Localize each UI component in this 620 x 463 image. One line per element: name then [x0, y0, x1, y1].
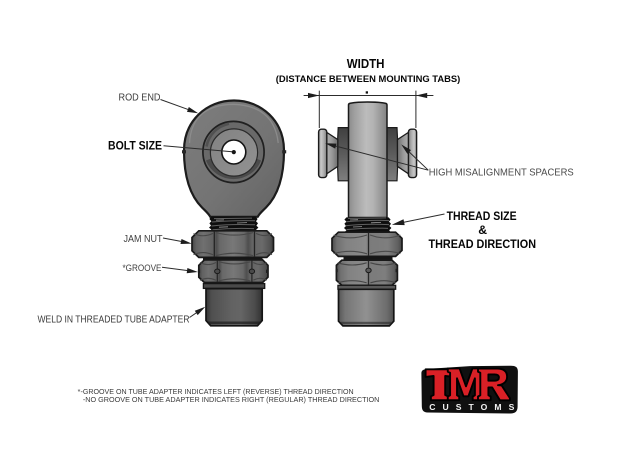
- svg-text:ROD END: ROD END: [119, 93, 161, 104]
- svg-text:THREAD DIRECTION: THREAD DIRECTION: [429, 237, 537, 251]
- svg-text:*GROOVE: *GROOVE: [123, 263, 162, 273]
- svg-text:&: &: [478, 223, 487, 237]
- svg-text:HIGH MISALIGNMENT SPACERS: HIGH MISALIGNMENT SPACERS: [429, 167, 574, 178]
- svg-text:(DISTANCE BETWEEN MOUNTING TAB: (DISTANCE BETWEEN MOUNTING TABS): [276, 74, 461, 85]
- svg-text:CUSTOMS: CUSTOMS: [429, 402, 514, 412]
- svg-text:BOLT SIZE: BOLT SIZE: [108, 138, 162, 152]
- svg-text:WIDTH: WIDTH: [347, 56, 385, 71]
- svg-text:THREAD SIZE: THREAD SIZE: [447, 209, 517, 223]
- svg-text:WELD IN THREADED TUBE ADAPTER: WELD IN THREADED TUBE ADAPTER: [38, 315, 190, 326]
- svg-text:*-GROOVE ON TUBE ADAPTER INDIC: *-GROOVE ON TUBE ADAPTER INDICATES LEFT …: [78, 389, 354, 396]
- svg-text:-NO GROOVE ON TUBE ADAPTER IND: -NO GROOVE ON TUBE ADAPTER INDICATES RIG…: [83, 397, 380, 404]
- svg-text:JAM NUT: JAM NUT: [124, 234, 163, 245]
